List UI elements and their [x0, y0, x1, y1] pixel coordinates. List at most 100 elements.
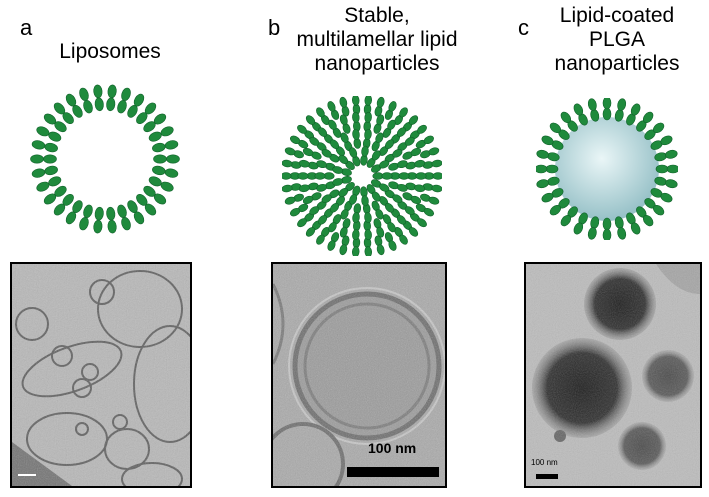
- micrograph-c-image: [526, 264, 700, 486]
- lipid-headgroup: [43, 154, 57, 164]
- lipid-headgroup: [121, 87, 131, 101]
- lipid-headgroup: [44, 142, 58, 153]
- lipid-headgroup: [144, 102, 157, 115]
- lipid-headgroup: [282, 184, 293, 193]
- lipid-headgroup: [396, 215, 407, 225]
- lipid-headgroup: [364, 246, 372, 256]
- lipid-headgroup: [432, 172, 442, 180]
- lipid-headgroup: [404, 206, 415, 216]
- lipid-bilayer: [536, 98, 678, 240]
- lipid-headgroup: [349, 147, 358, 158]
- lipid-headgroup: [340, 208, 349, 220]
- lipid-headgroup: [316, 107, 325, 118]
- lipid-headgroup: [117, 204, 127, 218]
- lipid-headgroup: [152, 142, 166, 153]
- lipid-headgroup: [332, 166, 344, 174]
- lipid-headgroup: [106, 97, 116, 112]
- lipid-headgroup: [290, 207, 301, 217]
- lipid-headgroup: [327, 240, 336, 251]
- lipid-headgroup: [617, 98, 627, 111]
- lipid-headgroup: [327, 101, 336, 112]
- lipid-headgroup: [417, 218, 427, 228]
- lipid-headgroup: [309, 206, 320, 216]
- lipid-headgroup: [316, 183, 328, 192]
- lipid-headgroup: [414, 184, 426, 193]
- lipid-headgroup: [160, 126, 174, 137]
- lipid-headgroup: [349, 194, 358, 205]
- panel-b-title-line: Stable,: [344, 4, 410, 27]
- panel-a-title: Liposomes: [30, 40, 190, 64]
- lipid-headgroup: [53, 203, 66, 216]
- lipid-headgroup: [53, 102, 66, 115]
- lipid-headgroup: [30, 154, 44, 164]
- lipid-headgroup: [298, 159, 310, 168]
- lipid-headgroup: [378, 183, 390, 192]
- lipid-headgroup: [338, 154, 349, 165]
- micrograph-c-noise: [526, 264, 700, 486]
- lipid-headgroup: [316, 160, 328, 169]
- micrograph-b-noise: [273, 264, 445, 486]
- lipid-headgroup: [573, 103, 584, 116]
- cryo-tem-micrograph-c: 100 nm: [524, 262, 702, 488]
- lipid-headgroup: [415, 172, 427, 180]
- lipid-headgroup: [339, 96, 348, 108]
- lipid-headgroup: [364, 128, 372, 140]
- lipid-headgroup: [387, 221, 396, 233]
- lipid-headgroup: [148, 131, 162, 142]
- lipid-headgroup: [79, 87, 89, 101]
- lipid-headgroup: [329, 139, 340, 150]
- lipid-headgroup: [352, 229, 360, 241]
- lipid-headgroup: [302, 195, 314, 205]
- lipid-headgroup: [31, 168, 46, 178]
- lipid-headgroup: [381, 172, 393, 180]
- panel-a-title-line: Liposomes: [59, 40, 161, 63]
- lipid-headgroup: [290, 135, 301, 145]
- lipid-headgroup: [160, 181, 174, 192]
- lipid-headgroup: [541, 192, 554, 203]
- lipid-headgroup: [328, 221, 337, 233]
- lipid-headgroup: [431, 184, 442, 193]
- lipid-headgroup: [376, 226, 385, 238]
- panel-c-title-line: Lipid-coated: [559, 4, 675, 27]
- panel-letter-a: a: [20, 15, 33, 40]
- lipid-headgroup: [305, 227, 316, 237]
- lipid-headgroup: [352, 96, 360, 106]
- lipid-headgroup: [665, 179, 678, 189]
- lipid-headgroup: [107, 84, 117, 99]
- lipid-bilayer: [314, 128, 410, 224]
- lipid-headgroup: [321, 194, 332, 204]
- lipid-headgroup: [392, 194, 403, 204]
- micrograph-a-scale-bar: [18, 474, 36, 476]
- lipid-headgroup: [94, 97, 104, 112]
- lipid-headgroup: [329, 202, 340, 213]
- lipid-headgroup: [328, 119, 337, 131]
- plga-core: [555, 117, 659, 221]
- lipid-bilayer: [30, 84, 180, 234]
- micrograph-c-scale-label: 100 nm: [531, 458, 558, 467]
- lipid-headgroup: [371, 150, 381, 161]
- lipid-bilayer: [332, 145, 393, 207]
- lipid-headgroup: [384, 139, 395, 150]
- lipid-headgroup: [106, 206, 116, 221]
- lipid-headgroup: [133, 211, 145, 225]
- micrograph-a-image: [12, 264, 190, 486]
- lipid-headgroup: [541, 135, 554, 146]
- lipid-headgroup: [364, 96, 372, 106]
- panel-c-title-line: PLGA: [588, 28, 646, 51]
- lipid-headgroup: [630, 103, 641, 116]
- lipid-headgroup: [339, 226, 348, 238]
- cryo-tem-micrograph-a: [10, 262, 192, 488]
- lipid-headgroup: [642, 214, 654, 227]
- lipid-headgroup: [94, 206, 104, 221]
- lipid-headgroup: [352, 212, 360, 224]
- lipid-headgroup: [549, 122, 562, 134]
- lipid-headgroup: [536, 179, 549, 189]
- lipid-headgroup: [536, 149, 549, 159]
- panel-b-title-line: nanoparticles: [314, 52, 440, 75]
- lipid-bilayer: [282, 96, 442, 256]
- lipid-headgroup: [536, 164, 548, 174]
- lipid-headgroup: [44, 165, 58, 176]
- lipid-headgroup: [284, 196, 296, 205]
- lipid-headgroup: [602, 107, 612, 121]
- lipid-headgroup: [361, 195, 369, 207]
